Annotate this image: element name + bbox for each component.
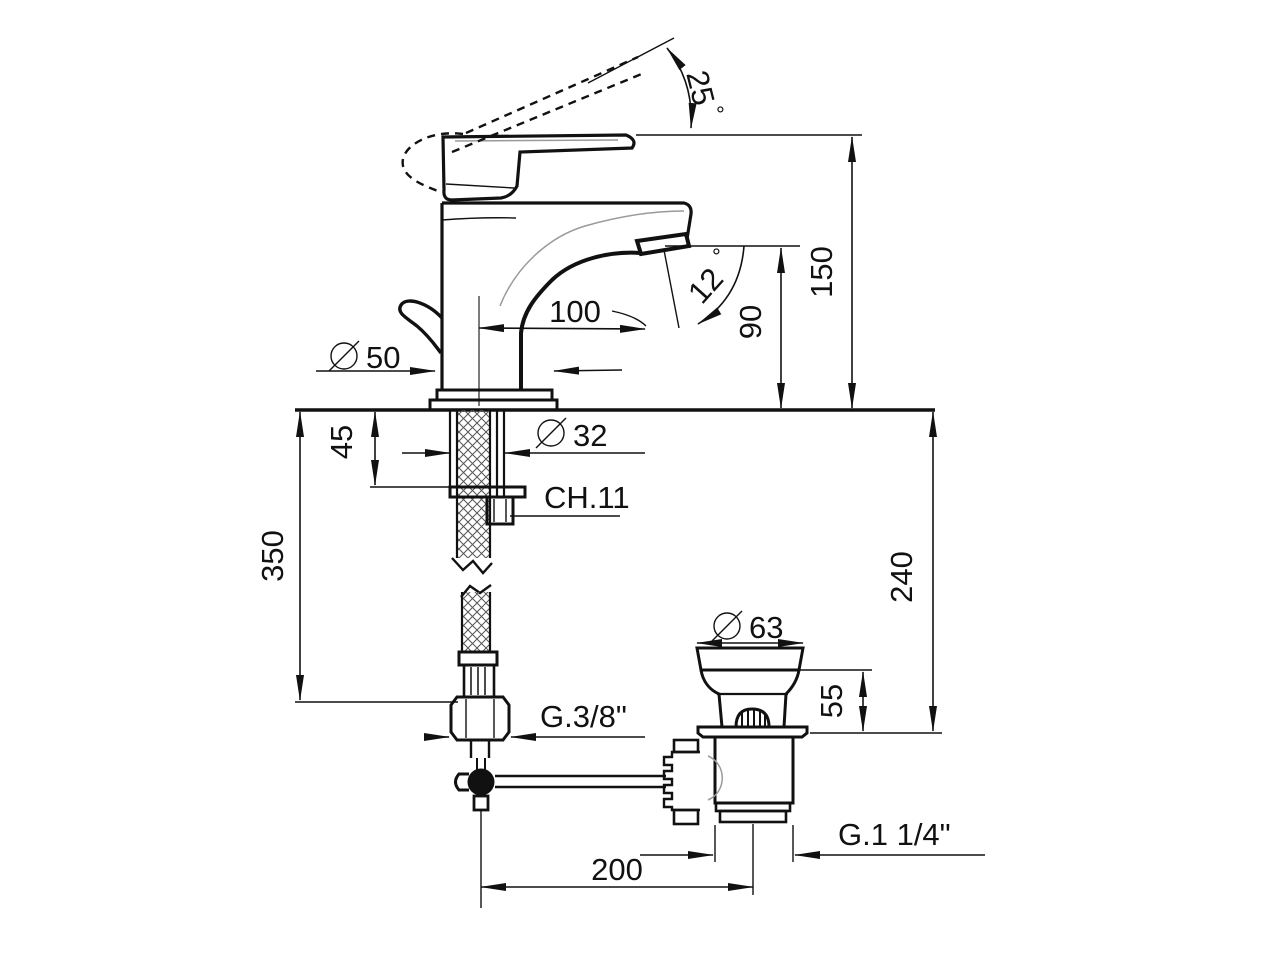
cartridge-line <box>441 217 517 221</box>
rod-socket-curve <box>707 755 723 801</box>
pop-up-lever <box>398 299 444 355</box>
spout-underside <box>519 250 642 390</box>
height-150-label: 150 <box>804 246 839 298</box>
faucet <box>398 55 693 412</box>
dimension-diameter-63: 63 <box>696 610 804 647</box>
diameter-50-label: 50 <box>366 340 400 375</box>
spout-top-outline <box>442 201 693 240</box>
rod-clevis <box>454 772 469 792</box>
waste-body <box>713 735 795 805</box>
supply-thread-label: G.3/8" <box>540 699 627 734</box>
dimension-waste-thread: G.1 1/4" <box>640 817 985 859</box>
hose-hex-nut <box>449 695 511 742</box>
diameter-63-label: 63 <box>749 610 783 645</box>
shank-walls <box>448 410 506 558</box>
diameter-symbol <box>537 419 565 447</box>
dimension-reach-100: 100 <box>478 294 647 406</box>
handle-lever <box>441 133 636 202</box>
dimension-length-350: 350 <box>255 411 458 703</box>
label-wrench-size: CH.11 <box>510 480 630 517</box>
diameter-32-label: 32 <box>573 418 607 453</box>
wrench-size-label: CH.11 <box>544 480 630 515</box>
length-350-label: 350 <box>255 530 290 582</box>
hose-ribbed-neck <box>462 663 496 699</box>
dimension-height-150: 150 <box>804 136 856 409</box>
waste-thread-label: G.1 1/4" <box>838 817 951 852</box>
waste-tailpiece-band <box>718 809 788 824</box>
dimension-diameter-50: 50 <box>316 340 623 375</box>
height-55-label: 55 <box>814 684 849 718</box>
dimension-height-90: 90 <box>665 245 800 409</box>
waste-neck-left <box>699 669 724 728</box>
degree-symbol: ° <box>716 102 725 127</box>
dimension-offset-200: 200 <box>480 852 754 891</box>
waste-ribbed-dome <box>734 707 771 728</box>
aerator-tip <box>634 231 692 257</box>
waste-assembly <box>662 646 809 895</box>
diameter-symbol <box>330 342 358 370</box>
handle-parting-line <box>445 183 515 189</box>
dimension-depth-240: 240 <box>810 411 942 734</box>
flexible-hose-upper-hatch <box>457 410 490 558</box>
dimension-length-45: 45 <box>324 411 455 488</box>
dimension-handle-angle: 25 ° <box>587 37 862 136</box>
depth-240-label: 240 <box>884 551 919 603</box>
degree-symbol: ° <box>712 244 721 269</box>
handle-angle-label: 25 <box>679 67 721 109</box>
pop-up-rod <box>454 740 666 908</box>
hose-break-top <box>451 557 493 575</box>
base-plate-lower <box>428 398 559 412</box>
dimension-supply-thread: G.3/8" <box>424 699 645 741</box>
hose-collar <box>457 650 499 667</box>
reach-100-label: 100 <box>549 294 601 329</box>
dimension-diameter-32: 32 <box>402 417 645 457</box>
knurled-knob <box>662 738 700 826</box>
rod-lower-stub <box>472 794 490 812</box>
neck-ribs <box>470 667 486 695</box>
offset-200-label: 200 <box>591 852 643 887</box>
length-45-label: 45 <box>324 425 359 459</box>
dome-ribs <box>741 710 766 726</box>
flexible-hose-lower-hatch <box>462 592 490 652</box>
waste-flange <box>696 725 809 739</box>
dimension-height-55: 55 <box>800 669 872 732</box>
hose-break-bottom <box>460 584 492 598</box>
waste-neck-right <box>782 669 801 728</box>
height-90-label: 90 <box>733 305 768 339</box>
dimension-spout-angle: 12 ° <box>663 244 745 329</box>
ball-joint <box>467 768 495 796</box>
handle-raised-dashed <box>401 55 645 193</box>
below-deck-assembly <box>448 410 666 908</box>
mounting-nut <box>485 495 515 526</box>
spout-highlight <box>499 210 685 307</box>
waste-plug-top <box>695 646 805 672</box>
